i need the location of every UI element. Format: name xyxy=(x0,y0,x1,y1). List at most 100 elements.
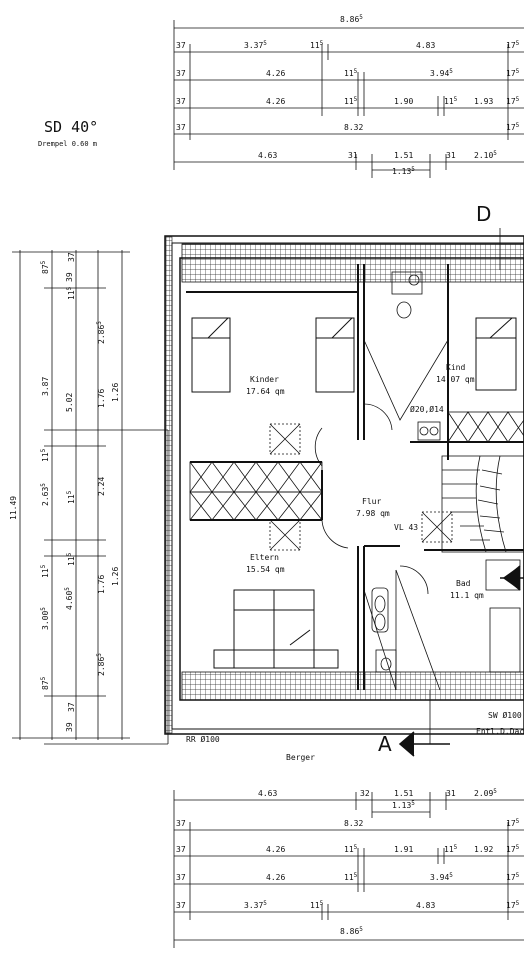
dim-top-row3: 175 xyxy=(506,96,520,106)
dim-top-row5: 31 xyxy=(446,151,456,160)
interior-walls xyxy=(186,264,524,690)
dim-bottom-row3: 175 xyxy=(506,844,520,854)
room-name-bad: Bad xyxy=(456,579,471,588)
roof-tiles-bottom xyxy=(181,671,524,701)
room-name-kind: Kind xyxy=(446,363,466,372)
dim-left-col1: 875 xyxy=(40,260,50,274)
entl-label: Entl.D.Dach xyxy=(476,727,524,736)
dim-top-row1: 4.83 xyxy=(416,41,436,50)
dim-top-row3: 115 xyxy=(344,96,358,106)
dimension-lines-left xyxy=(12,250,169,745)
dim-bottom-row2: 37 xyxy=(176,819,186,828)
dim-bottom-row4: 3.945 xyxy=(430,872,453,882)
dim-bottom-row4: 115 xyxy=(344,872,358,882)
dim-left-col2: 4.605 xyxy=(64,587,74,610)
dim-left-col4: 2.24 xyxy=(97,476,106,496)
dim-left-col1: 875 xyxy=(40,676,50,690)
dim-top-row3: 115 xyxy=(444,96,458,106)
dim-top-row5: 1.51 xyxy=(394,151,414,160)
dim-top-row1: 175 xyxy=(506,40,520,50)
building-outline xyxy=(164,235,524,735)
dim-bottom-row1: 4.63 xyxy=(258,789,278,798)
dim-top-row2: 3.945 xyxy=(430,68,453,78)
room-area-kind: 14.07 qm xyxy=(436,375,475,384)
dim-left-total: 11.49 xyxy=(9,495,18,520)
dim-bottom-row1: 2.095 xyxy=(474,788,497,798)
dim-bottom-row4: 175 xyxy=(506,872,520,882)
room-name-eltern: Eltern xyxy=(250,553,279,562)
dim-left-col2: 39 xyxy=(65,272,74,282)
staircase xyxy=(441,455,524,553)
dim-bottom-row1-sub: 1.135 xyxy=(392,800,415,810)
beds xyxy=(191,317,517,669)
closet-diagonals xyxy=(363,339,449,691)
dim-left-col1: 3.87 xyxy=(41,376,50,396)
dim-bottom-row1: 31 xyxy=(446,789,456,798)
dim-top-row2: 37 xyxy=(176,69,186,78)
vl-label: VL 43 xyxy=(394,523,419,532)
dim-left-col5: 1.26 xyxy=(111,566,120,586)
dim-bottom-row5: 175 xyxy=(506,900,520,910)
dim-bottom-row2: 175 xyxy=(506,818,520,828)
dim-left-col3: 37 xyxy=(67,702,76,712)
dim-left-col2: 5.02 xyxy=(65,392,74,412)
room-name-flur: Flur xyxy=(362,497,382,506)
dim-bottom-row5: 37 xyxy=(176,901,186,910)
dim-top-row2: 4.26 xyxy=(266,69,286,78)
dim-left-col4: 1.76 xyxy=(97,574,106,594)
dim-bottom-row3: 1.91 xyxy=(394,845,414,854)
roof-pitch-label: SD 40° xyxy=(44,118,99,136)
dim-bottom-row1: 32 xyxy=(360,789,370,798)
dim-left-col4: 2.865 xyxy=(96,321,106,344)
bath-fixtures xyxy=(371,271,521,673)
dim-top-row3: 1.93 xyxy=(474,97,494,106)
dim-top-row4: 8.32 xyxy=(344,123,364,132)
chimney-label: Ø20,Ø14 xyxy=(410,405,444,414)
section-a-label: A xyxy=(378,732,392,756)
knee-wall-label: Drempel 0.60 m xyxy=(38,140,98,148)
dim-bottom-row4: 37 xyxy=(176,873,186,882)
wardrobe-kind xyxy=(447,411,524,443)
dim-top-row1: 37 xyxy=(176,41,186,50)
dim-top-row5: 31 xyxy=(348,151,358,160)
dim-top-row3: 4.26 xyxy=(266,97,286,106)
dim-top-row5: 4.63 xyxy=(258,151,278,160)
dim-top-row5: 2.105 xyxy=(474,150,497,160)
room-area-kinder: 17.64 qm xyxy=(246,387,285,396)
dim-top-row2: 115 xyxy=(344,68,358,78)
dim-bottom-row2: 8.32 xyxy=(344,819,364,828)
dim-left-col1: 115 xyxy=(40,448,50,462)
dim-left-col1: 3.005 xyxy=(40,607,50,630)
dim-bottom-row5: 4.83 xyxy=(416,901,436,910)
skylights xyxy=(269,423,453,551)
section-d-label: D xyxy=(476,202,492,226)
dim-top-total: 8.865 xyxy=(340,14,363,24)
dim-bottom-row3: 1.92 xyxy=(474,845,494,854)
roof-tiles-top xyxy=(181,243,524,283)
dim-left-col2: 39 xyxy=(65,722,74,732)
sw-label: SW Ø100 xyxy=(488,711,522,720)
dim-top-row4: 175 xyxy=(506,122,520,132)
wardrobe-kinder-eltern xyxy=(189,461,323,521)
dim-bottom-row3: 115 xyxy=(344,844,358,854)
dim-left-col3: 115 xyxy=(66,552,76,566)
door-swings xyxy=(314,403,429,595)
section-markers xyxy=(398,228,524,757)
room-area-eltern: 15.54 qm xyxy=(246,565,285,574)
dim-left-col4: 2.865 xyxy=(96,653,106,676)
dim-bottom-row3: 37 xyxy=(176,845,186,854)
dim-bottom-row3: 4.26 xyxy=(266,845,286,854)
room-area-bad: 11.1 qm xyxy=(450,591,484,600)
dim-left-col3: 115 xyxy=(66,490,76,504)
dim-bottom-row1: 1.51 xyxy=(394,789,414,798)
dim-top-row1: 3.375 xyxy=(244,40,267,50)
dimension-lines-bottom xyxy=(173,790,524,948)
dim-left-col4: 1.76 xyxy=(97,388,106,408)
berger-label: Berger xyxy=(286,753,315,762)
dim-left-col3: 37 xyxy=(67,252,76,262)
dim-top-row5-sub: 1.135 xyxy=(392,166,415,176)
dim-left-col1: 115 xyxy=(40,564,50,578)
dim-left-col3: 115 xyxy=(66,286,76,300)
dim-bottom-row4: 4.26 xyxy=(266,873,286,882)
